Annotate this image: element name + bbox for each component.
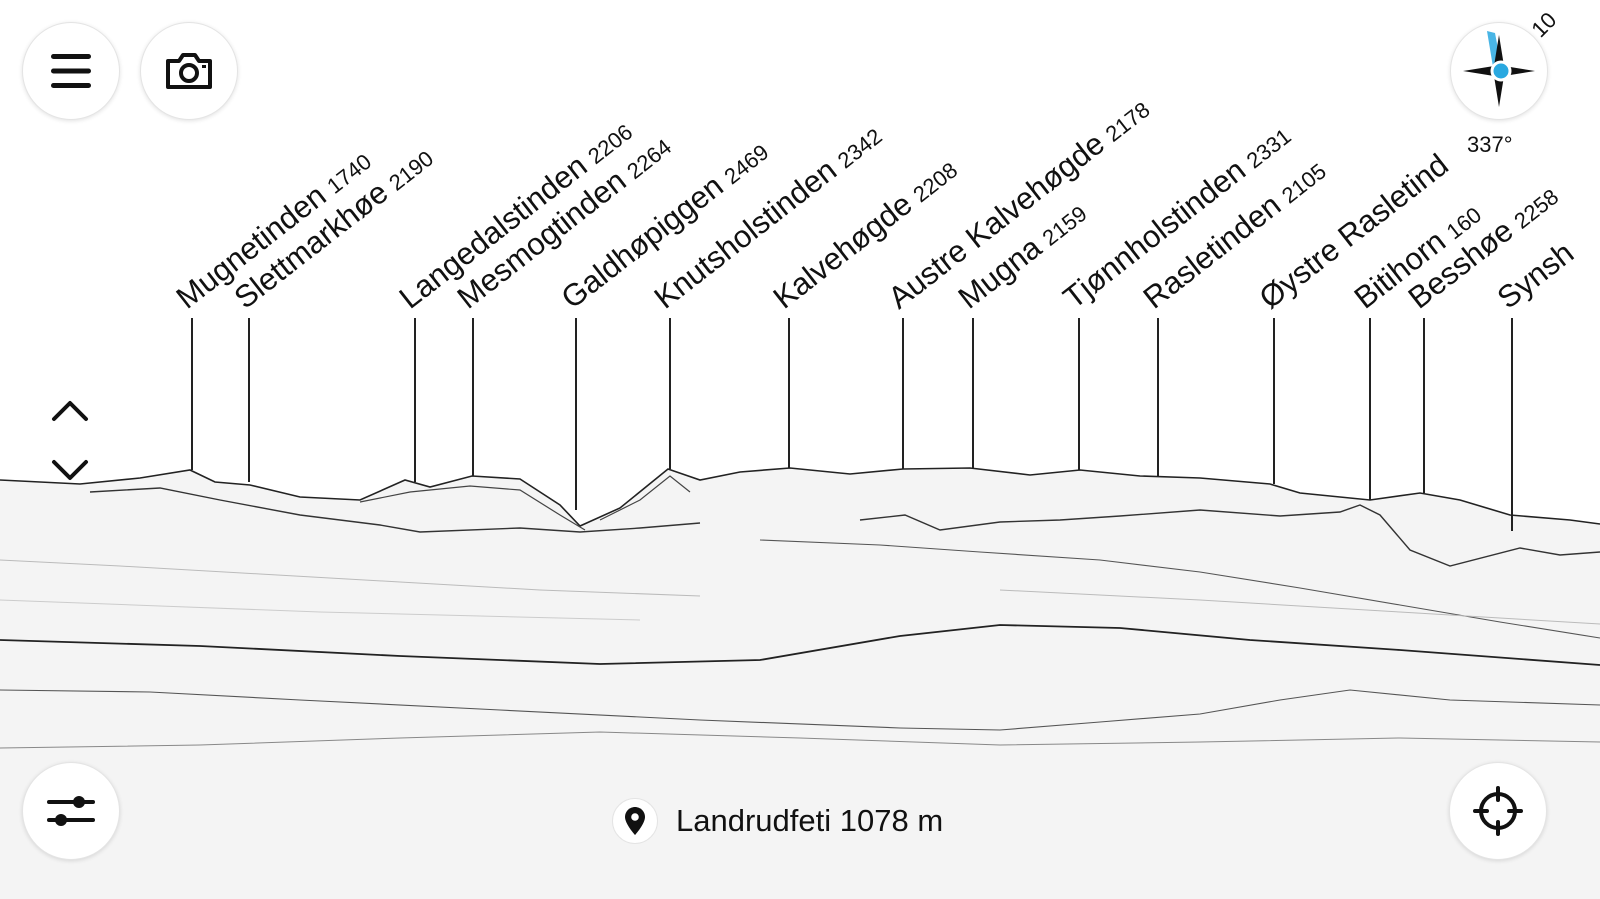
settings-button[interactable]: [22, 762, 120, 860]
camera-icon: [166, 53, 212, 89]
compass-button[interactable]: [1450, 22, 1548, 120]
location-name: Landrudfeti: [676, 803, 832, 838]
peak-marker-line: [1423, 318, 1425, 493]
peak-marker-line: [414, 318, 416, 482]
peak-marker-line: [788, 318, 790, 468]
peak-marker-line: [902, 318, 904, 469]
chevron-down-icon[interactable]: [50, 458, 90, 486]
peak-marker-line: [191, 318, 193, 470]
peak-marker-line: [1511, 318, 1513, 531]
compass-heading: 337°: [1467, 132, 1513, 157]
peak-marker-line: [972, 318, 974, 468]
location-elevation: 1078 m: [839, 803, 944, 838]
menu-button[interactable]: [22, 22, 120, 120]
location-pin-icon: [625, 807, 645, 835]
peak-marker-line: [1078, 318, 1080, 470]
recenter-button[interactable]: [1449, 762, 1547, 860]
sliders-icon: [47, 796, 95, 826]
camera-button[interactable]: [140, 22, 238, 120]
crosshair-icon: [1473, 786, 1523, 836]
peak-marker-line: [1369, 318, 1371, 500]
peak-marker-line: [575, 318, 577, 510]
peak-marker-line: [1273, 318, 1275, 484]
chevron-up-icon[interactable]: [50, 395, 90, 423]
peak-marker-line: [472, 318, 474, 476]
hamburger-menu-icon: [51, 54, 91, 88]
location-pin-button[interactable]: [612, 798, 658, 844]
compass-rose-icon: [1463, 31, 1535, 107]
current-location[interactable]: Landrudfeti 1078 m: [612, 798, 943, 844]
peak-marker-line: [1157, 318, 1159, 476]
peak-marker-line: [669, 318, 671, 469]
peak-marker-line: [248, 318, 250, 482]
